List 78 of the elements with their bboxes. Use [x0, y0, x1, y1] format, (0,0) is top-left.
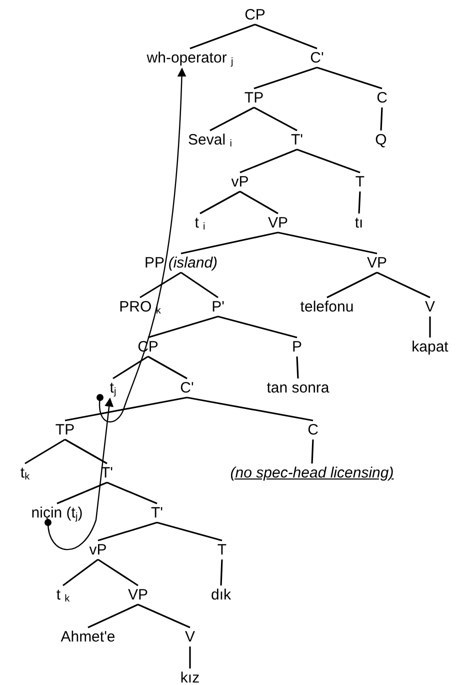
tree-branch: [376, 272, 430, 298]
tree-label: VP: [367, 254, 387, 272]
tree-label: C: [376, 90, 388, 106]
tree-label: T': [150, 504, 164, 522]
tree-branch: [254, 106, 298, 132]
tree-branch: [62, 558, 98, 586]
tree-label: Ahmet'e: [60, 628, 116, 646]
tree-branch: [180, 272, 218, 298]
tree-branch: [98, 522, 158, 542]
tree-label: dık: [211, 586, 231, 604]
tree-branch: [156, 522, 222, 542]
tree-label: T': [290, 132, 304, 148]
tree-label: t $_{k}$: [56, 586, 70, 604]
tree-branch: [138, 604, 190, 628]
tree-label: t$_{j}$: [110, 380, 116, 396]
tree-branch: [358, 191, 361, 214]
movement-arrow: [44, 398, 114, 550]
tree-branch: [326, 272, 378, 298]
movement-arrow: [96, 68, 186, 422]
tree-branch: [210, 106, 254, 132]
tree-branch: [240, 148, 298, 174]
tree-label: V: [425, 298, 435, 316]
tree-label: Q: [375, 132, 387, 148]
tree-branch: [220, 559, 223, 586]
tree-branch: [254, 66, 318, 90]
tree-branch: [112, 356, 148, 380]
tree-label: t$_{k}$: [20, 464, 30, 482]
tree-label: tan sonra: [266, 380, 330, 396]
tree-branch: [88, 604, 138, 628]
tree-label: vP: [89, 542, 107, 558]
tree-branch: [106, 482, 158, 504]
tree-label: P: [292, 338, 302, 356]
tree-label: V: [185, 628, 195, 646]
tree-branch: [148, 316, 218, 338]
tree-label: (no spec-head licensing): [230, 464, 394, 482]
tree-branch: [200, 190, 240, 214]
tree-label: C: [308, 422, 318, 438]
tree-label: kapat: [412, 338, 448, 356]
tree-label: VP: [268, 214, 288, 232]
tree-branch: [240, 190, 278, 214]
tree-branch: [189, 646, 191, 668]
tree-branch: [429, 316, 431, 338]
tree-label: C': [180, 380, 194, 396]
tree-label: T: [217, 542, 227, 558]
tree-label: TP: [244, 90, 264, 106]
tree-branch: [278, 232, 378, 254]
tree-label: PP (island): [144, 254, 218, 272]
tree-label: CP: [244, 6, 266, 24]
tree-branch: [190, 24, 256, 50]
tree-branch: [186, 396, 314, 422]
tree-label: tı: [354, 214, 364, 232]
tree-branch: [316, 66, 382, 90]
tree-branch: [56, 482, 108, 504]
tree-branch: [254, 24, 318, 50]
tree-branch: [311, 439, 314, 464]
tree-label: TP: [55, 422, 75, 438]
tree-label: T: [355, 174, 365, 190]
tree-branch: [296, 356, 299, 379]
tree-label: t $_{i}$: [194, 214, 206, 232]
tree-label: P': [212, 298, 224, 316]
tree-branch: [24, 438, 66, 464]
tree-label: C': [310, 50, 324, 66]
tree-label: kız: [180, 670, 200, 685]
tree-branch: [64, 396, 188, 422]
tree-branch: [218, 316, 298, 338]
tree-branch: [380, 107, 383, 131]
tree-label: Seval $_{i}$: [188, 132, 232, 148]
tree-label: niçin (t$_{j}$): [31, 504, 83, 522]
tree-branch: [98, 558, 138, 586]
tree-branch: [296, 148, 360, 174]
tree-branch: [64, 438, 108, 464]
tree-label: wh-operator $_{j}$: [146, 50, 234, 66]
tree-branch: [140, 272, 182, 298]
tree-branch: [148, 356, 188, 380]
tree-branch: [180, 232, 278, 254]
tree-label: telefonu: [300, 298, 354, 316]
tree-label: vP: [231, 174, 249, 190]
tree-label: VP: [128, 586, 148, 604]
